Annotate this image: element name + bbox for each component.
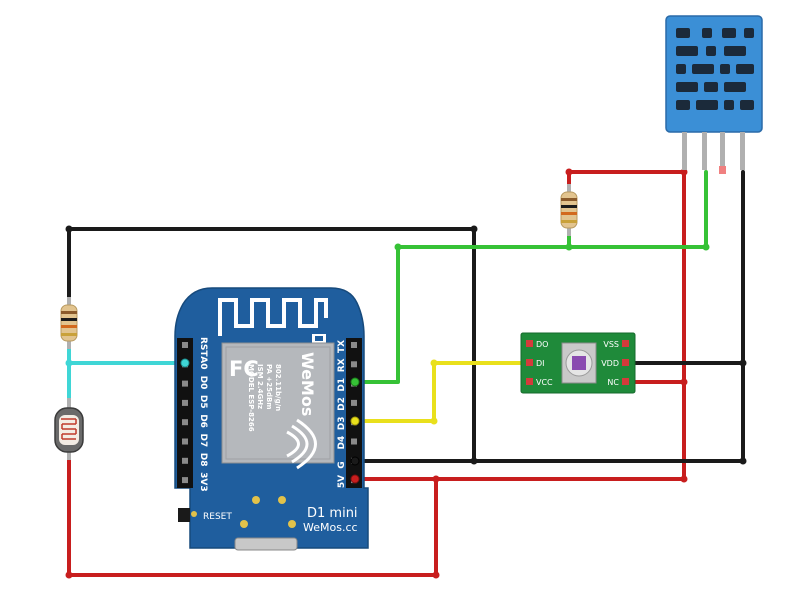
pin-label: G xyxy=(337,461,347,468)
junction xyxy=(739,457,747,465)
pin-d2[interactable] xyxy=(351,399,357,406)
led-pin-label: DO xyxy=(536,340,548,349)
module-standard: 802.11b/g/n xyxy=(274,364,282,411)
pin-3v3[interactable] xyxy=(182,477,188,484)
pin-d6[interactable] xyxy=(182,419,188,426)
pin-label: RST xyxy=(198,337,208,357)
junction xyxy=(702,243,710,251)
wire-endpoints xyxy=(180,358,360,484)
reset-button[interactable] xyxy=(178,508,190,522)
led-pin-do[interactable] xyxy=(526,340,533,347)
board-title: D1 mini xyxy=(307,506,358,521)
led-left-pins: DO DI VCC xyxy=(526,340,553,387)
module-model: MODEL ESP-8266 xyxy=(247,364,255,432)
pin-d4[interactable] xyxy=(351,438,357,445)
pin-label: TX xyxy=(337,340,347,353)
pin-rst[interactable] xyxy=(182,342,188,348)
led-right-pins: VSS VDD NC xyxy=(601,340,629,387)
junction xyxy=(65,225,73,233)
pin-label: RX xyxy=(337,358,347,372)
dht11-sensor-icon xyxy=(665,15,763,174)
junction xyxy=(680,378,688,386)
junction xyxy=(430,417,438,425)
junction xyxy=(65,571,73,579)
usb-connector xyxy=(234,537,298,551)
resistor-icon xyxy=(560,184,578,236)
junction xyxy=(470,225,478,233)
wifi-icon xyxy=(286,418,317,470)
pin-label: D5 xyxy=(198,395,208,409)
junction xyxy=(470,457,478,465)
wire-red-bottom xyxy=(67,457,438,577)
resistor-icon xyxy=(60,297,78,349)
junction xyxy=(430,359,438,367)
junction xyxy=(394,243,402,251)
junction xyxy=(432,571,440,579)
wire-cyan-a0 xyxy=(67,343,187,365)
fc-mark: FC xyxy=(229,357,259,381)
pin-d7[interactable] xyxy=(182,438,188,445)
pin-label: D7 xyxy=(198,434,208,448)
pin-d0[interactable] xyxy=(182,380,188,387)
board-website: WeMos.cc xyxy=(303,521,358,534)
junctions xyxy=(65,168,747,579)
pin-label: D4 xyxy=(337,436,347,450)
junction xyxy=(680,475,688,483)
right-header xyxy=(346,338,362,488)
led-pin-label: DI xyxy=(536,359,545,368)
rgb-led-module: DO DI VCC VSS VDD NC xyxy=(520,332,636,394)
module-ism: ISM 2.4GHz xyxy=(256,364,264,409)
wires xyxy=(67,170,745,577)
pin-label: A0 xyxy=(198,356,208,369)
wemos-d1-mini-board: FC MODEL ESP-8266 ISM 2.4GHz PA +25dBm 8… xyxy=(174,287,369,551)
pin-label: D2 xyxy=(337,397,347,411)
junction xyxy=(432,475,440,483)
module-brand: WeMos xyxy=(298,352,317,416)
junction xyxy=(680,168,688,176)
led-pin-nc[interactable] xyxy=(622,378,629,385)
pin-d8[interactable] xyxy=(182,457,188,464)
junction xyxy=(565,168,573,176)
wire-black-top xyxy=(67,227,476,463)
pin-label: D1 xyxy=(337,378,347,392)
module-pa: PA +25dBm xyxy=(265,364,273,410)
led-pin-label: NC xyxy=(607,378,619,387)
junction xyxy=(65,359,73,367)
led-pin-label: VCC xyxy=(536,378,553,387)
led-pin-vdd[interactable] xyxy=(622,359,629,366)
led-pin-label: VDD xyxy=(601,359,619,368)
pin-tx[interactable] xyxy=(351,342,357,348)
pin-label: D3 xyxy=(337,416,347,430)
led-pin-vss[interactable] xyxy=(622,340,629,347)
antenna-trace xyxy=(218,298,328,336)
pin-d5[interactable] xyxy=(182,399,188,406)
pin-label: D6 xyxy=(198,414,208,428)
pin-label: 5V xyxy=(337,475,347,488)
pin-label: D8 xyxy=(198,453,208,467)
junction xyxy=(565,243,573,251)
pin-rx[interactable] xyxy=(351,361,357,368)
left-header xyxy=(177,338,193,488)
wire-yellow-d3 xyxy=(353,361,530,423)
led-pin-di[interactable] xyxy=(526,359,533,366)
pin-label: D0 xyxy=(198,376,208,390)
reset-label: RESET xyxy=(203,512,232,522)
photoresistor-icon xyxy=(54,398,84,460)
pin-label: 3V3 xyxy=(198,472,208,492)
led-pin-vcc[interactable] xyxy=(526,378,533,385)
junction xyxy=(739,359,747,367)
wire-red-5v xyxy=(353,170,686,481)
led-pin-label: VSS xyxy=(603,340,619,349)
